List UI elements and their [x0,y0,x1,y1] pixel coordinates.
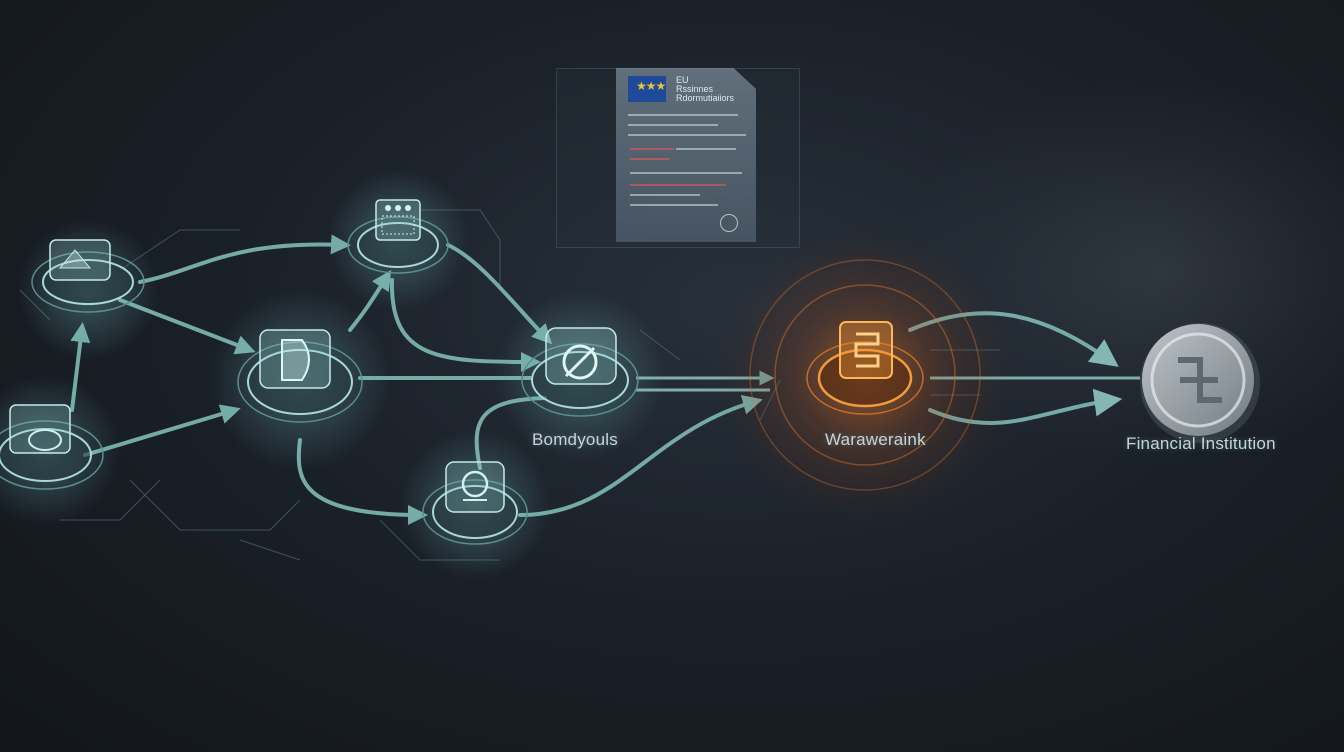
node-center-left [210,290,390,470]
node-center [495,290,665,460]
node-bottom-left [0,375,120,525]
highlight-rings [749,259,981,491]
eu-flag-icon: ★★★ [628,76,666,102]
node-financial-institution [1140,323,1260,443]
eu-document: ★★★ EU Rssinnes Rdormutiaiiors [616,68,756,242]
node-top [328,170,468,310]
document-title: EU Rssinnes Rdormutiaiiors [676,75,735,103]
node-bottom [400,430,550,580]
seal-icon [720,214,738,232]
node-end-label: Financial Institution [1126,434,1276,453]
node-highlight [806,321,924,415]
node-top-left [18,220,158,360]
node-highlight-label: Warawerаink [825,430,926,449]
node-center-label: Bomdyouls [532,430,618,449]
